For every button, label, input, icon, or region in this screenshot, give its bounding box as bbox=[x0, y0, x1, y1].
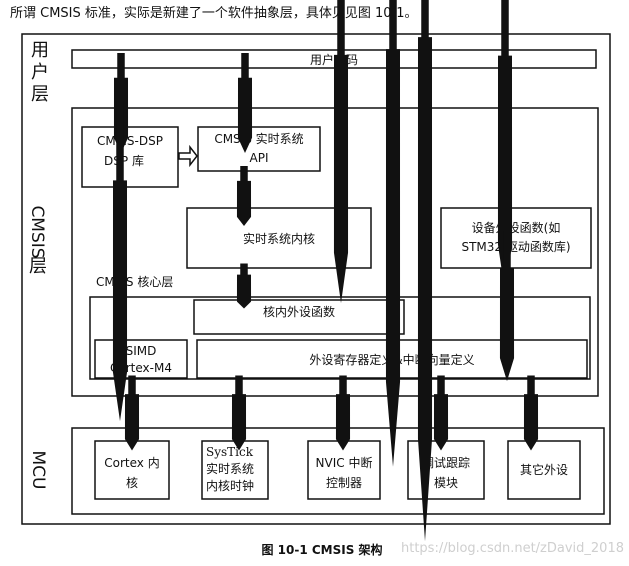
mcu-item-cortex-line-2: 核 bbox=[126, 476, 138, 490]
mcu-item-nvic: NVIC 中断 控制器 bbox=[307, 440, 381, 500]
cmsis-layer-char: 层 bbox=[29, 256, 47, 277]
cmsis-core-layer-label: CMSIS 核心层 bbox=[96, 275, 173, 289]
intro-text: 所谓 CMSIS 标准，实际是新建了一个软件抽象层，具体见见图 10-1。 bbox=[10, 5, 418, 21]
arrow-cmsis-to-debug bbox=[434, 398, 448, 428]
simd-box bbox=[94, 339, 188, 379]
device-periph-func-title: 设备外设函数(如 bbox=[472, 220, 561, 235]
mcu-item-systick-line-1: SysTick bbox=[206, 445, 254, 459]
user-layer-char-2: 户 bbox=[31, 62, 49, 83]
arrow-user-to-device-periph bbox=[498, 72, 512, 198]
arrow-cmsis-to-other bbox=[524, 398, 538, 428]
mcu-item-systick-line-3: 内核时钟 bbox=[206, 478, 254, 493]
arrow-user-to-rtos-kernel bbox=[334, 72, 348, 204]
mcu-item-other-periph: 其它外设 bbox=[507, 440, 581, 500]
rtos-api-box bbox=[197, 126, 321, 172]
arrow-cmsis-to-nvic bbox=[336, 398, 350, 428]
mcu-layer-label: MCU bbox=[28, 451, 48, 490]
figure-caption: 图 10-1 CMSIS 架构 bbox=[261, 542, 382, 557]
mcu-item-systick: SysTick 实时系统 内核时钟 bbox=[201, 440, 269, 500]
mcu-item-nvic-line-2: 控制器 bbox=[326, 476, 362, 490]
mcu-item-cortex-line-1: Cortex 内 bbox=[104, 456, 159, 470]
core-periph-func-label: 核内外设函数 bbox=[263, 304, 335, 319]
rtos-kernel-label: 实时系统内核 bbox=[243, 231, 315, 246]
arrow-user-to-core-periph bbox=[386, 78, 400, 300]
arrow-device-periph-to-register bbox=[500, 276, 514, 336]
arrow-dsp-to-core bbox=[113, 197, 127, 325]
arrow-user-to-register-defs bbox=[418, 72, 432, 340]
arrow-kernel-to-core-periph bbox=[237, 277, 251, 295]
rtos-api-label: API bbox=[250, 151, 269, 165]
cmsis-layer-word: CMSIS bbox=[27, 205, 47, 258]
mcu-item-debug-line-1: 调试跟踪 bbox=[422, 455, 470, 470]
cmsis-dsp-box bbox=[81, 126, 179, 188]
cmsis-layer-label: CMSIS 层 bbox=[27, 205, 47, 277]
arrow-cmsis-to-cortex bbox=[125, 398, 139, 428]
simd-title: SIMD bbox=[126, 344, 157, 358]
core-periph-func-box bbox=[193, 299, 405, 335]
arrow-cmsis-to-systick bbox=[232, 398, 246, 428]
watermark-text: https://blog.csdn.net/zDavid_2018 bbox=[401, 541, 624, 556]
mcu-item-debug-line-2: 模块 bbox=[434, 476, 458, 490]
mcu-item-systick-line-2: 实时系统 bbox=[206, 461, 254, 476]
device-periph-func-box bbox=[440, 207, 592, 269]
user-layer-char-3: 层 bbox=[31, 84, 49, 105]
user-layer-label: 用 户 层 bbox=[31, 40, 49, 105]
arrow-api-to-kernel bbox=[237, 184, 251, 208]
mcu-item-cortex-core: Cortex 内 核 bbox=[94, 440, 170, 500]
arrow-user-to-rtos-api bbox=[238, 83, 252, 123]
user-layer-char-1: 用 bbox=[31, 40, 49, 61]
rtos-api-title: CMSIS 实时系统 bbox=[214, 131, 303, 146]
dsp-lib-label: DSP 库 bbox=[104, 153, 144, 168]
mcu-item-other-line-1: 其它外设 bbox=[520, 462, 568, 477]
cmsis-dsp-title: CMSIS-DSP bbox=[97, 134, 163, 148]
mcu-item-nvic-line-1: NVIC 中断 bbox=[316, 455, 373, 470]
arrow-dsp-to-rtos-api bbox=[178, 144, 198, 168]
device-periph-func-label: STM32 驱动函数库) bbox=[461, 239, 570, 254]
